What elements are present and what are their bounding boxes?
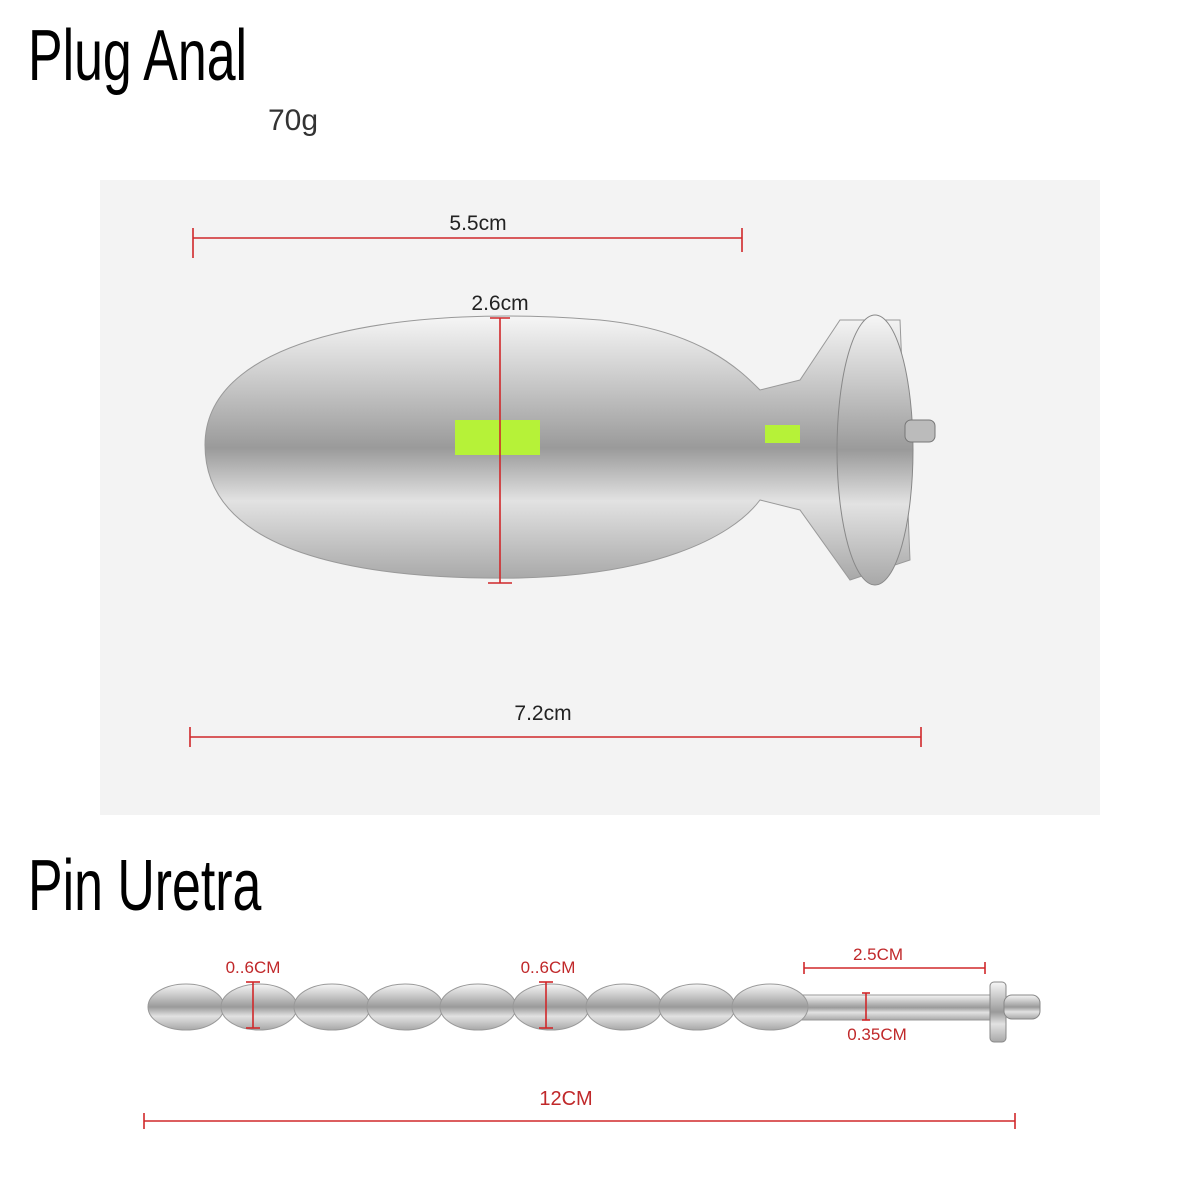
pin-dimension-lines	[143, 962, 1016, 1129]
pin-title: Pin Uretra	[28, 846, 262, 926]
pin-shaft-length-label: 2.5CM	[852, 945, 904, 964]
plug-length-total-label: 7.2cm	[514, 702, 572, 725]
pin-bead	[293, 983, 371, 1031]
pin-bead	[731, 983, 809, 1031]
pin-bead	[658, 983, 736, 1031]
pin-bead-diameter-label-2: 0..6CM	[520, 958, 576, 977]
pin-bead-diameter-label-1: 0..6CM	[225, 958, 281, 977]
pin-illustration	[147, 981, 1041, 1043]
plug-title: Plug Anal	[28, 16, 248, 96]
pin-bead	[439, 983, 517, 1031]
pin-bead	[585, 983, 663, 1031]
pin-bead	[512, 983, 590, 1031]
plug-dimension-lines	[189, 228, 922, 747]
pin-bead	[366, 983, 444, 1031]
pin-shaft-diameter-label: 0.35CM	[847, 1025, 907, 1044]
pin-bead	[220, 983, 298, 1031]
pin-length-total-label: 12CM	[539, 1088, 593, 1110]
pin-bead	[147, 983, 225, 1031]
plug-length-top-label: 5.5cm	[449, 212, 507, 235]
plug-diameter-label: 2.6cm	[471, 292, 529, 315]
plug-weight: 70g	[267, 104, 319, 137]
plug-illustration	[204, 314, 936, 586]
